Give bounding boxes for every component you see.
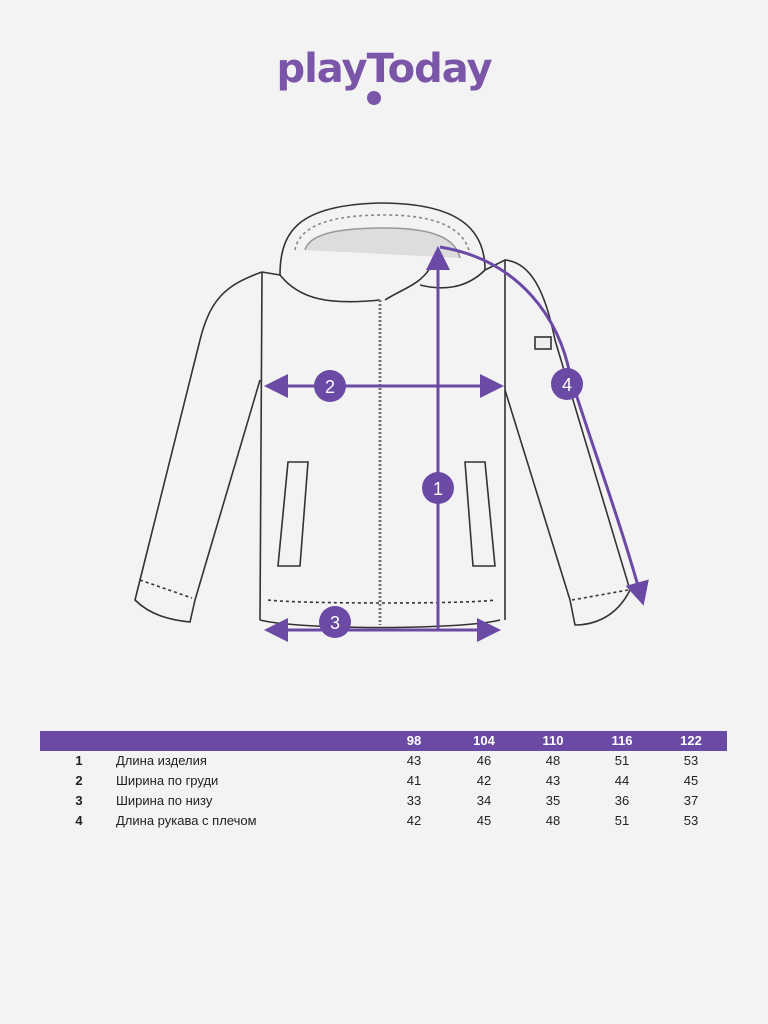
table-row: 3 Ширина по низу 33 34 35 36 37 (40, 791, 727, 811)
measure-line-4 (439, 245, 649, 606)
size-header: 110 (542, 733, 564, 748)
table-row: 4 Длина рукава с плечом 42 45 48 51 53 (40, 811, 727, 831)
table-cell: 42 (476, 773, 492, 788)
marker-3: 3 (319, 606, 351, 638)
table-cell: 34 (476, 793, 492, 808)
table-cell: 43 (406, 753, 422, 768)
table-cell: 53 (683, 813, 699, 828)
size-header: 116 (611, 733, 633, 748)
marker-2: 2 (314, 370, 346, 402)
table-cell: 51 (614, 753, 630, 768)
row-label: Ширина по груди (116, 773, 219, 788)
table-cell: 48 (545, 813, 561, 828)
table-cell: 51 (614, 813, 630, 828)
svg-text:2: 2 (325, 377, 335, 397)
row-number: 3 (75, 793, 83, 808)
table-cell: 35 (545, 793, 561, 808)
size-table: 98 104 110 116 122 1 Длина изделия 43 46… (40, 731, 727, 831)
row-label: Длина изделия (116, 753, 207, 768)
table-cell: 42 (406, 813, 422, 828)
measurement-arrows (264, 245, 649, 642)
size-header: 122 (680, 733, 702, 748)
table-cell: 48 (545, 753, 561, 768)
svg-text:1: 1 (433, 479, 443, 499)
jacket-outline (134, 202, 631, 629)
table-cell: 46 (476, 753, 492, 768)
table-cell: 44 (614, 773, 630, 788)
size-table-header: 98 104 110 116 122 (40, 731, 727, 751)
row-label: Длина рукава с плечом (116, 813, 257, 828)
row-number: 2 (75, 773, 83, 788)
table-cell: 41 (406, 773, 422, 788)
table-row: 2 Ширина по груди 41 42 43 44 45 (40, 771, 727, 791)
table-cell: 45 (476, 813, 492, 828)
marker-1: 1 (422, 472, 454, 504)
table-cell: 43 (545, 773, 561, 788)
row-number: 4 (75, 813, 83, 828)
marker-4: 4 (551, 368, 583, 400)
svg-text:4: 4 (562, 375, 572, 395)
row-number: 1 (75, 753, 83, 768)
table-cell: 37 (683, 793, 699, 808)
table-cell: 53 (683, 753, 699, 768)
jacket-sketch: 1 2 3 4 (134, 202, 649, 642)
size-header: 98 (406, 733, 422, 748)
table-cell: 45 (683, 773, 699, 788)
table-cell: 36 (614, 793, 630, 808)
svg-text:3: 3 (330, 613, 340, 633)
table-row: 1 Длина изделия 43 46 48 51 53 (40, 751, 727, 771)
brand-logo: playToday (276, 46, 492, 92)
logo-dot (367, 91, 381, 105)
size-header: 104 (473, 733, 495, 748)
row-label: Ширина по низу (116, 793, 213, 808)
table-cell: 33 (406, 793, 422, 808)
